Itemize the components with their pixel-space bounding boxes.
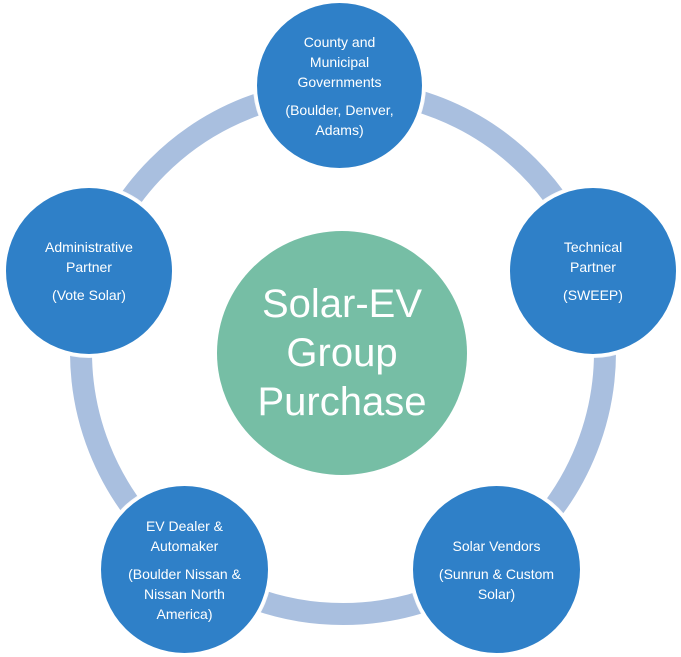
node-ev-dealer: EV Dealer & Automaker (Boulder Nissan & … [98,483,271,656]
node-administrative-partner: Administrative Partner (Vote Solar) [3,185,175,357]
node-subtitle: (Vote Solar) [52,287,126,303]
node-subtitle: (SWEEP) [563,287,623,303]
node-title: Administrative Partner [45,239,133,275]
node-solar-vendors: Solar Vendors (Sunrun & Custom Solar) [410,483,583,656]
node-title: County and Municipal Governments [297,33,382,90]
node-governments: County and Municipal Governments (Boulde… [254,0,425,171]
node-title: Technical Partner [563,239,623,275]
node-technical-partner: Technical Partner (SWEEP) [507,185,679,357]
center-label: Solar-EV Group Purchase [257,281,427,424]
node-title: EV Dealer & Automaker [145,517,224,554]
node-subtitle: (Sunrun & Custom Solar) [438,565,555,602]
center-circle: Solar-EV Group Purchase [217,231,467,475]
node-title: Solar Vendors [452,537,541,554]
node-subtitle: (Boulder, Denver, Adams) [285,101,394,138]
node-subtitle: (Boulder Nissan & Nissan North America) [128,565,241,622]
